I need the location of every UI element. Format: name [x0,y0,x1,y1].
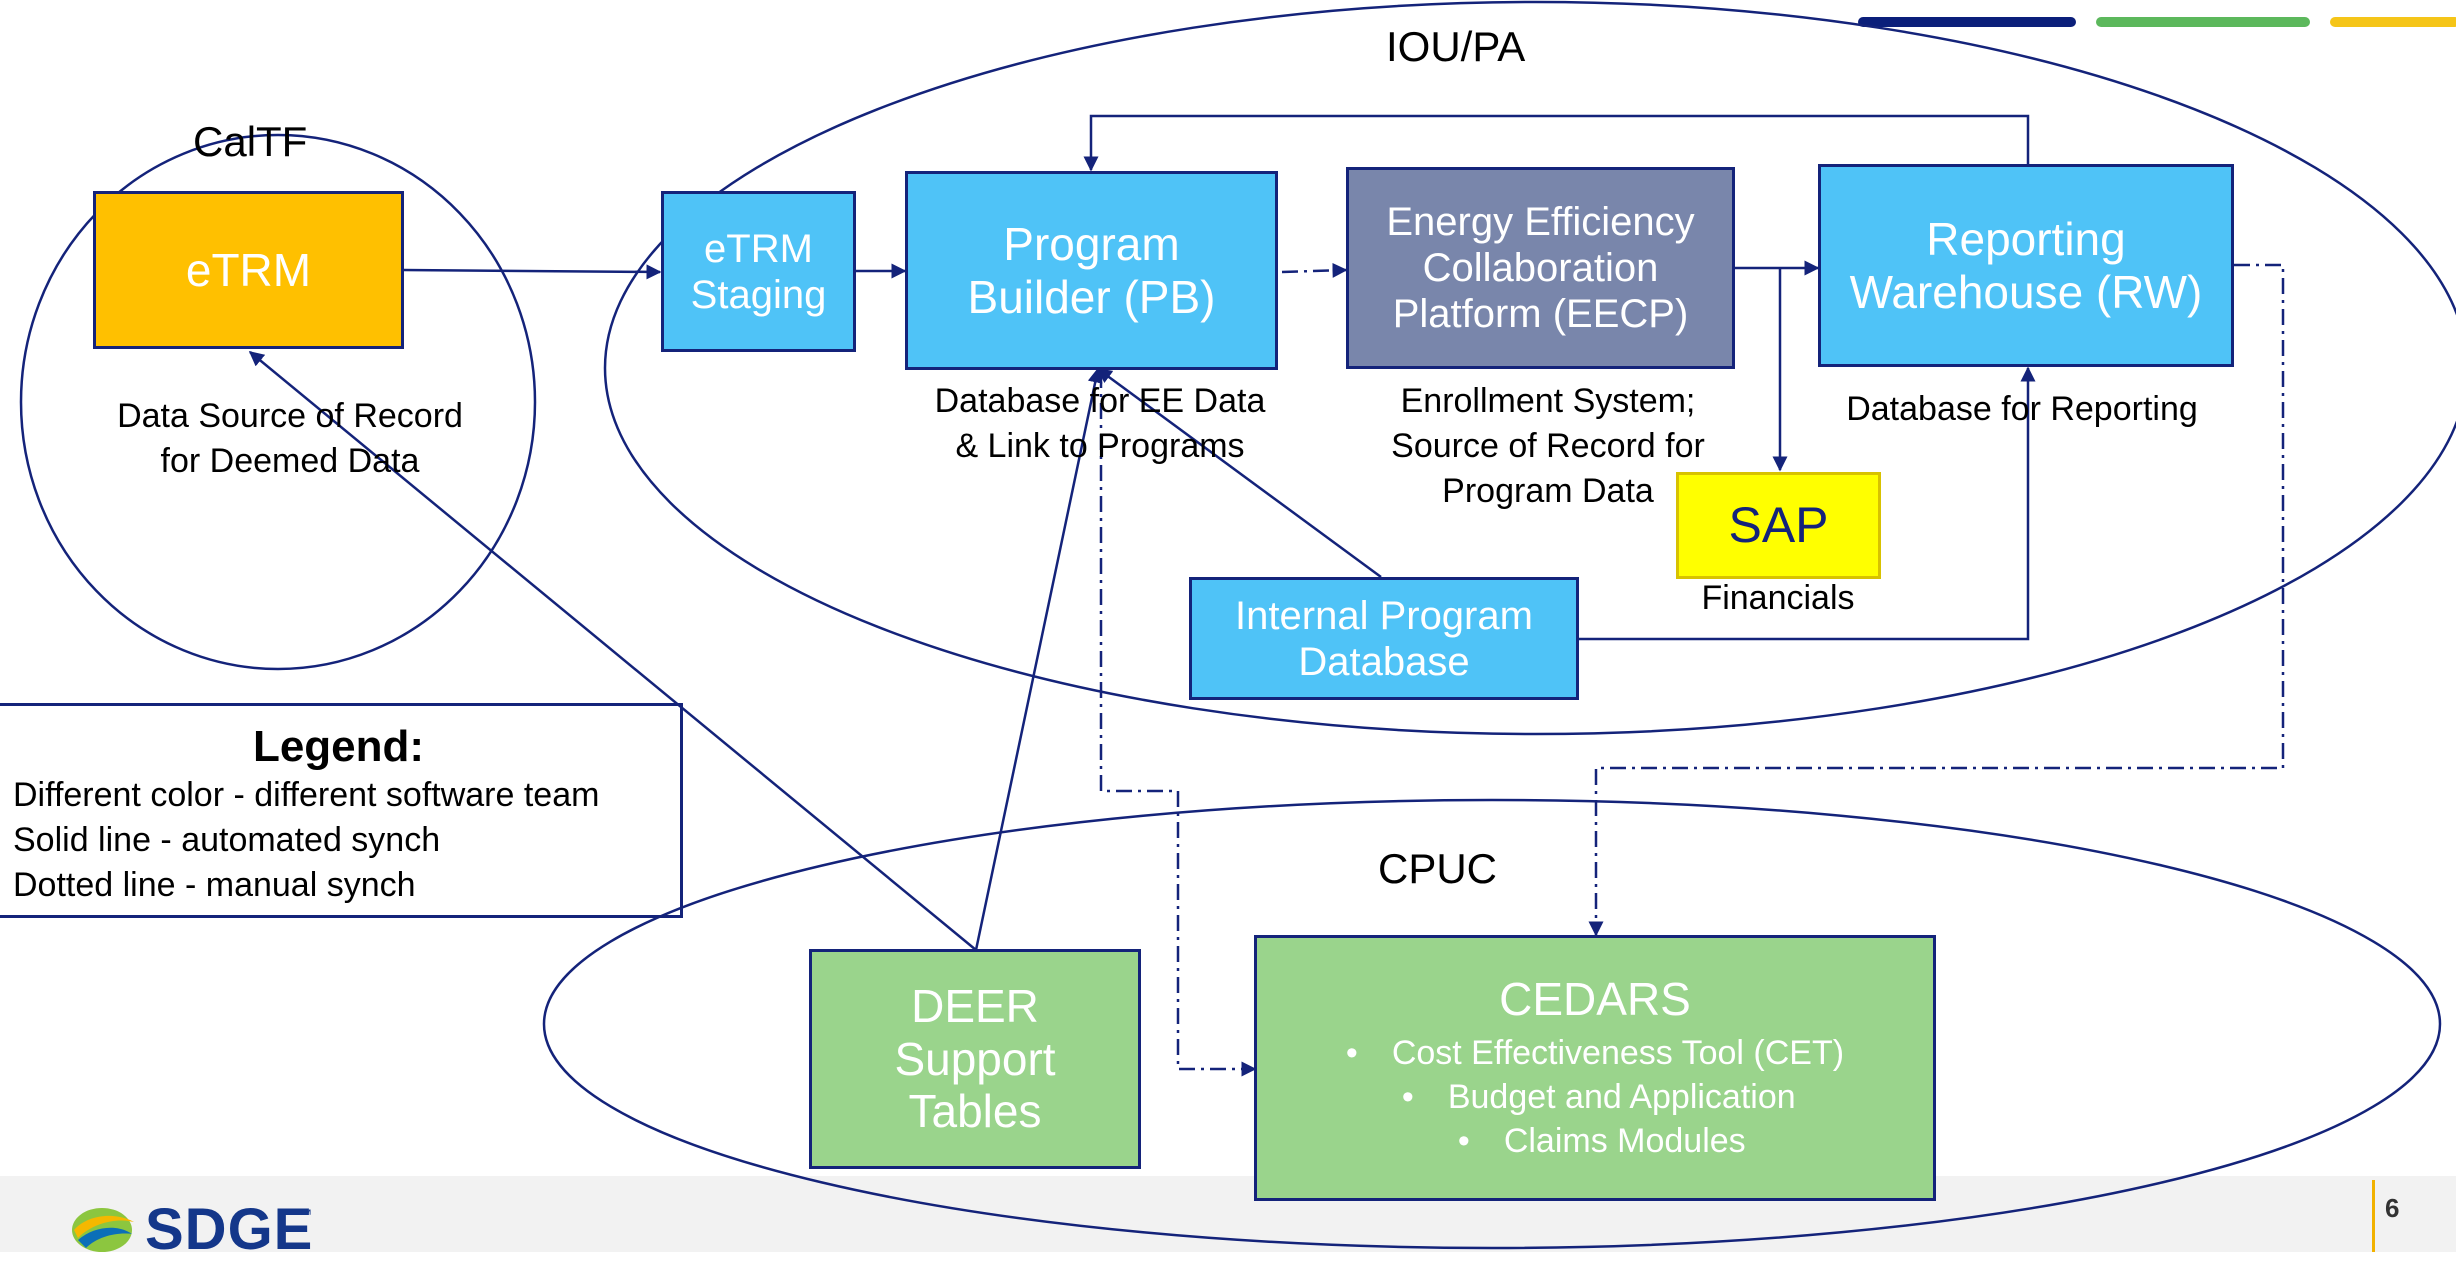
program-builder-box: Program Builder (PB) [905,171,1278,370]
rw-to-cedars-connector [1588,263,2285,937]
internal-program-db-box: Internal Program Database [1189,577,1579,700]
sap-description: Financials [1701,579,1855,617]
cpuc-title: CPUC [1378,845,1498,892]
cedars-module-item: • Budget and Application [1402,1075,1844,1119]
pb-to-cedars-connector [1099,372,1257,1077]
etrm-box-label: eTRM [185,243,312,296]
bullet-icon: • [1401,1078,1414,1117]
ipdb-to-pb-connector [1096,367,1382,579]
eecp-box-label: Energy Efficiency Collaboration Platform… [1386,200,1695,336]
eecp-box: Energy Efficiency Collaboration Platform… [1346,167,1735,369]
bullet-icon: • [1345,1034,1358,1073]
eecp-description: Enrollment System; Source of Record for … [1391,382,1705,510]
legend-box: Legend: Different color - different soft… [0,703,683,918]
legend-item: Different color - different software tea… [13,776,600,814]
sap-box-label: SAP [1728,496,1829,553]
caltf-title: CalTF [193,118,308,165]
internal-program-db-box-label: Internal Program Database [1235,593,1533,684]
pb-to-eecp-connector [1281,262,1348,278]
accent-bar-green [2096,17,2310,27]
deer-box: DEER Support Tables [809,949,1141,1169]
reporting-warehouse-box-label: Reporting Warehouse (RW) [1849,212,2203,318]
reporting-warehouse-box: Reporting Warehouse (RW) [1818,164,2234,367]
cedars-module-list: • Cost Effectiveness Tool (CET) • Budget a… [1346,1031,1844,1163]
sdge-logo-trademark: ™ [298,1206,312,1222]
cpuc-region [542,798,2442,1250]
cedars-box-title: CEDARS [1499,972,1691,1025]
ioupa-title: IOU/PA [1386,23,1526,70]
program-builder-description: Database for EE Data & Link to Programs [934,382,1266,465]
accent-bar-navy [1858,17,2076,27]
etrm-to-staging-connector [402,264,662,280]
program-builder-box-label: Program Builder (PB) [967,217,1216,323]
cedars-module-item: • Cost Effectiveness Tool (CET) [1346,1031,1844,1075]
sap-box: SAP [1676,472,1881,579]
page-number: 6 [2385,1193,2400,1223]
reporting-warehouse-description: Database for Reporting [1846,390,2198,428]
legend-item: Solid line - automated synch [13,821,441,859]
bullet-icon: • [1457,1122,1470,1161]
etrm-description: Data Source of Record for Deemed Data [117,397,463,480]
accent-bar-yellow [2330,17,2456,27]
sdge-logo-text: SDGE [145,1197,314,1262]
legend-title: Legend: [252,722,425,771]
cedars-module-item: • Claims Modules [1458,1119,1844,1163]
page-number-separator [2372,1180,2375,1252]
etrm-staging-box-label: eTRM Staging [690,226,827,317]
cedars-box: CEDARS • Cost Effectiveness Tool (CET) • B… [1254,935,1936,1201]
etrm-staging-box: eTRM Staging [661,191,856,352]
deer-to-pb-connector [974,367,1103,951]
caltf-region [19,133,537,671]
cedars-module-label: Cost Effectiveness Tool (CET) [1391,1034,1845,1073]
ipdb-to-rw-connector [1578,366,2036,641]
ioupa-region [604,0,2456,736]
etrm-box: eTRM [93,191,404,349]
cedars-module-label: Claims Modules [1503,1122,1746,1161]
legend-item: Dotted line - manual synch [13,866,416,904]
deer-box-label: DEER Support Tables [894,979,1056,1138]
cedars-module-label: Budget and Application [1447,1078,1796,1117]
rw-to-pb-loop-connector [1083,114,2030,172]
deer-to-etrm-connector [248,351,977,951]
sdge-flame-logo-icon [72,1208,134,1252]
